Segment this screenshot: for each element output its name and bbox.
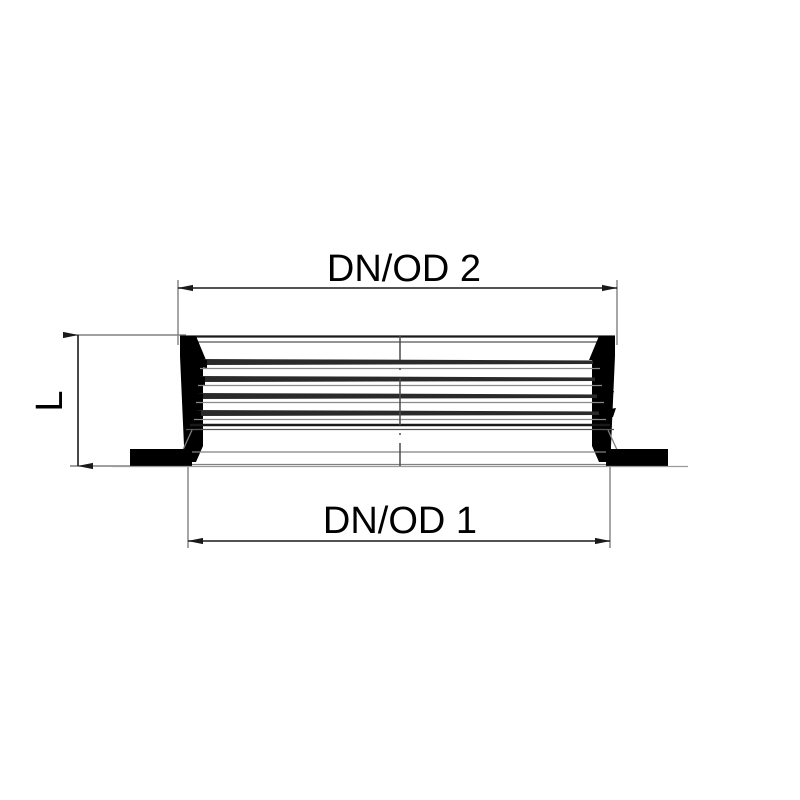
rib-right-barb [599,408,616,419]
bottom-flange-right-taper [606,449,668,466]
right-chamfer-wedge [589,336,615,360]
rib-right-barb [593,357,610,368]
rib-top-barb-left [198,359,602,365]
rib-left-barb [188,374,205,385]
rib-right-barb [595,374,612,385]
part-body [112,335,688,468]
dimension-label-dn-od-2: DN/OD 2 [327,248,481,290]
dimension-label-dn-od-1: DN/OD 1 [323,500,477,542]
rib-left-barb [184,408,201,419]
rib-left-barb [190,357,207,368]
dimension-label-l: L [29,390,71,411]
bottom-flange-left-taper [130,449,192,466]
dimension-lines [63,284,618,545]
rib-right-barb [597,391,614,402]
rib-row [190,357,610,370]
rib-left-barb [186,391,203,402]
body-silhouette-fill [130,336,668,466]
left-chamfer-wedge [180,336,206,360]
